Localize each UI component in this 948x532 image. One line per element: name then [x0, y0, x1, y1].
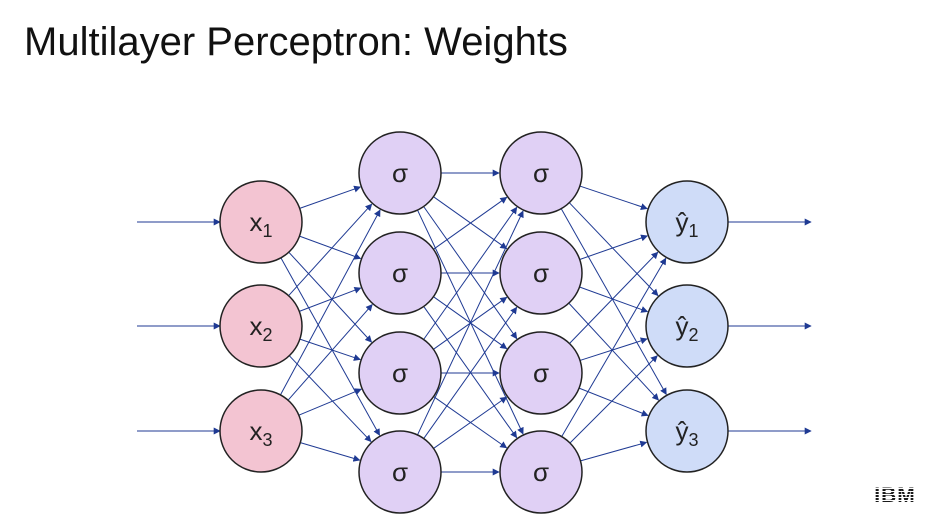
- weight-edge-L1-2-4: [288, 355, 372, 443]
- weight-edge-L3-4-2: [569, 355, 658, 444]
- weight-edge-L1-2-1: [288, 203, 373, 296]
- input-node-label: x3: [249, 416, 272, 450]
- hidden1-node-2: σ: [358, 231, 442, 315]
- input-node-label: x1: [249, 207, 272, 241]
- weight-edge-L2-4-3: [433, 396, 508, 449]
- weight-edge-L3-2-1: [579, 234, 649, 260]
- output-node-1: ŷ1: [645, 180, 729, 264]
- hidden1-node-circle: [358, 430, 442, 514]
- hidden1-node-label: σ: [392, 358, 408, 388]
- hidden2-node-2: σ: [499, 231, 583, 315]
- hidden2-node-label: σ: [533, 457, 549, 487]
- output-node-circle: [645, 284, 729, 368]
- input-node-circle: [219, 389, 303, 473]
- weight-edge-L2-3-1: [423, 206, 518, 340]
- weight-edge-L1-3-3: [298, 388, 362, 416]
- hidden2-node-circle: [499, 131, 583, 215]
- output-node-circle: [645, 180, 729, 264]
- hidden1-node-4: σ: [358, 430, 442, 514]
- connection-layer: [137, 169, 812, 476]
- hidden2-node-label: σ: [533, 358, 549, 388]
- weight-edge-L1-3-2: [287, 304, 373, 401]
- weight-edge-L3-4-3: [580, 440, 648, 462]
- slide-title: Multilayer Perceptron: Weights: [24, 20, 568, 64]
- hidden2-node-circle: [499, 231, 583, 315]
- hidden2-node-label: σ: [533, 158, 549, 188]
- weight-edge-L3-1-2: [568, 202, 659, 297]
- hidden1-node-circle: [358, 131, 442, 215]
- input-node-1: x1: [219, 180, 303, 264]
- weight-edge-L1-3-1: [280, 209, 381, 396]
- weight-edge-L2-2-1: [433, 196, 508, 250]
- weight-edge-L3-2-2: [579, 286, 649, 313]
- hidden2-node-4: σ: [499, 430, 583, 514]
- hidden1-node-label: σ: [392, 258, 408, 288]
- weight-edge-L3-2-3: [568, 302, 659, 401]
- weight-edge-L3-3-2: [579, 337, 648, 361]
- output-node-label: ŷ2: [675, 311, 698, 345]
- hidden2-node-label: σ: [533, 258, 549, 288]
- hidden1-node-3: σ: [358, 331, 442, 415]
- output-node-label: ŷ3: [675, 416, 698, 450]
- hidden1-node-label: σ: [392, 457, 408, 487]
- ibm-logo: IBM: [874, 484, 916, 505]
- weight-edge-L3-4-1: [561, 257, 667, 437]
- hidden1-node-label: σ: [392, 158, 408, 188]
- hidden1-node-circle: [358, 231, 442, 315]
- input-node-circle: [219, 284, 303, 368]
- hidden1-node-circle: [358, 331, 442, 415]
- weight-edge-L1-1-4: [280, 257, 381, 436]
- weight-edge-L1-1-2: [299, 235, 362, 260]
- ibm-logo-text: IBM: [874, 484, 916, 505]
- weight-edge-L1-1-1: [299, 185, 362, 209]
- input-node-3: x3: [219, 389, 303, 473]
- weight-edge-L2-4-1: [417, 210, 524, 436]
- input-node-label: x2: [249, 311, 272, 345]
- output-node-2: ŷ2: [645, 284, 729, 368]
- weight-edge-L3-1-3: [560, 208, 667, 396]
- output-node-3: ŷ3: [645, 389, 729, 473]
- weight-edge-L1-3-4: [300, 442, 361, 462]
- hidden1-node-1: σ: [358, 131, 442, 215]
- weight-edge-L1-1-3: [288, 251, 373, 343]
- hidden2-node-1: σ: [499, 131, 583, 215]
- hidden2-node-circle: [499, 331, 583, 415]
- weight-edge-L2-4-2: [423, 306, 518, 439]
- weight-edge-L1-2-2: [299, 286, 362, 312]
- weight-edge-L3-3-3: [578, 387, 649, 417]
- weight-edge-L3-1-1: [579, 185, 648, 210]
- node-layer: x1 x2 x3 σ σ σ σ σ σ σ σ ŷ1 ŷ2 ŷ3: [219, 131, 729, 514]
- hidden2-node-circle: [499, 430, 583, 514]
- weight-edge-L3-3-1: [569, 251, 659, 344]
- output-node-label: ŷ1: [675, 207, 698, 241]
- output-node-circle: [645, 389, 729, 473]
- weight-edge-L1-2-3: [299, 338, 361, 361]
- input-node-circle: [219, 180, 303, 264]
- input-node-2: x2: [219, 284, 303, 368]
- hidden2-node-3: σ: [499, 331, 583, 415]
